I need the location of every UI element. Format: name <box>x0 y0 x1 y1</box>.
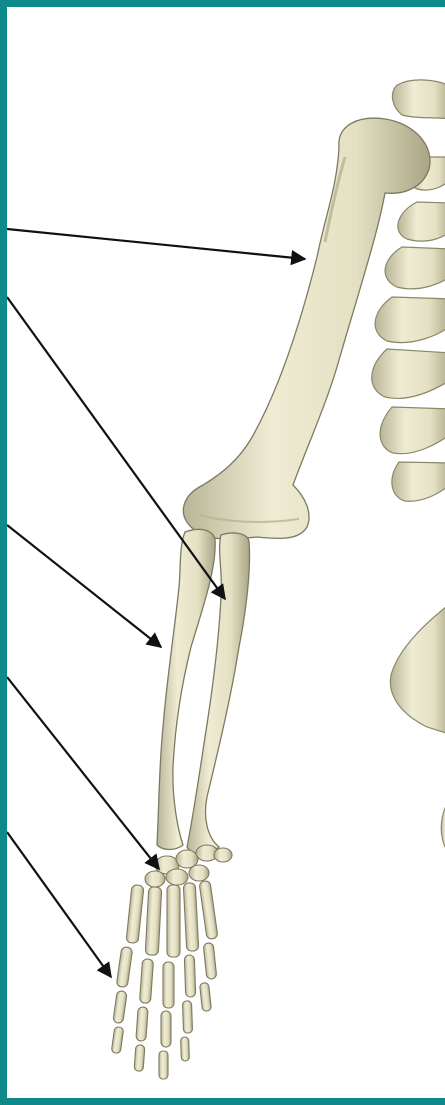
pelvis <box>390 602 445 853</box>
arrow-radius <box>7 297 225 599</box>
hand-bones <box>111 880 218 1079</box>
arrow-phalanges <box>7 832 111 977</box>
rib-cage <box>372 157 445 501</box>
arrow-carpals <box>7 677 159 869</box>
pointer-arrows <box>7 229 305 977</box>
arm-skeleton-diagram <box>7 7 445 1105</box>
clavicle <box>392 80 445 119</box>
carpals <box>145 845 232 887</box>
arrow-humerus <box>7 229 305 259</box>
arrow-ulna <box>7 525 161 647</box>
